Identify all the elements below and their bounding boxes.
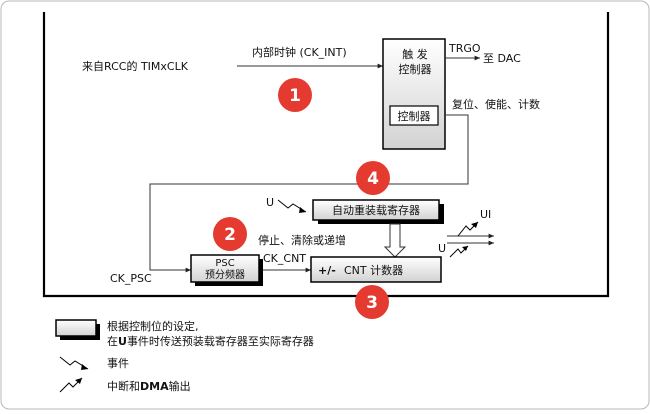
ck-psc-label: CK_PSC (110, 272, 152, 285)
u-icon-head (462, 246, 468, 251)
ui-icon-head (471, 222, 478, 228)
controller-inner-box (389, 105, 439, 126)
svg-text:2: 2 (224, 225, 236, 245)
trigger-controller-title-2: 控制器 (399, 62, 432, 76)
controller-feedback-line (149, 114, 469, 273)
badge-2: 2 (213, 217, 247, 251)
legend-register-line2: 在U事件时传送预装载寄存器至实际寄存器 (107, 334, 314, 348)
to-dac-label: 至 DAC (483, 52, 521, 65)
u-right-label: U (438, 242, 446, 255)
cnt-counter-label: CNT 计数器 (344, 264, 403, 277)
legend-event-icon (59, 356, 89, 370)
legend-interrupt-icon-head (75, 378, 82, 384)
event-icon-top-head (299, 207, 306, 213)
legend-event-icon-head (81, 364, 88, 370)
badge-1: 1 (278, 78, 312, 112)
stop-clear-label: 停止、清除或递增 (258, 233, 346, 247)
trgo-label: TRGO (448, 42, 481, 55)
psc-prescaler-box (190, 254, 260, 283)
badge-3: 3 (355, 285, 389, 319)
psc-title: PSC (215, 258, 234, 269)
trigger-controller-title-1: 触 发 (402, 47, 428, 61)
auto-reload-register-box (312, 199, 440, 221)
timer-frame (42, 12, 610, 298)
svg-text:3: 3 (366, 293, 378, 313)
event-u-top-label: U (266, 196, 274, 209)
trigger-controller-box (382, 38, 446, 150)
legend-register-box (55, 319, 97, 337)
legend-register-line1: 根据控制位的设定, (107, 319, 199, 333)
badge-4: 4 (356, 161, 390, 195)
legend-interrupt-label: 中断和DMA输出 (107, 379, 191, 393)
cnt-sign: +/- (318, 264, 336, 277)
ck-cnt-label: CK_CNT (263, 252, 306, 265)
source-clock-label: 来自RCC的 TIMxCLK (82, 59, 189, 73)
legend-interrupt-icon (59, 377, 83, 393)
event-icon-top (277, 199, 307, 213)
transfer-arrow (383, 223, 407, 258)
psc-subtitle: 预分频器 (205, 268, 245, 281)
reset-enable-count-label: 复位、使能、计数 (452, 97, 540, 111)
svg-text:1: 1 (289, 86, 301, 106)
cnt-counter-box (310, 256, 442, 283)
ui-label: UI (480, 208, 491, 221)
legend-event-label: 事件 (107, 357, 129, 370)
svg-text:4: 4 (367, 169, 379, 189)
controller-inner-label: 控制器 (398, 109, 431, 123)
auto-reload-register-label: 自动重装载寄存器 (332, 203, 420, 217)
internal-clock-label: 内部时钟 (CK_INT) (252, 45, 347, 59)
